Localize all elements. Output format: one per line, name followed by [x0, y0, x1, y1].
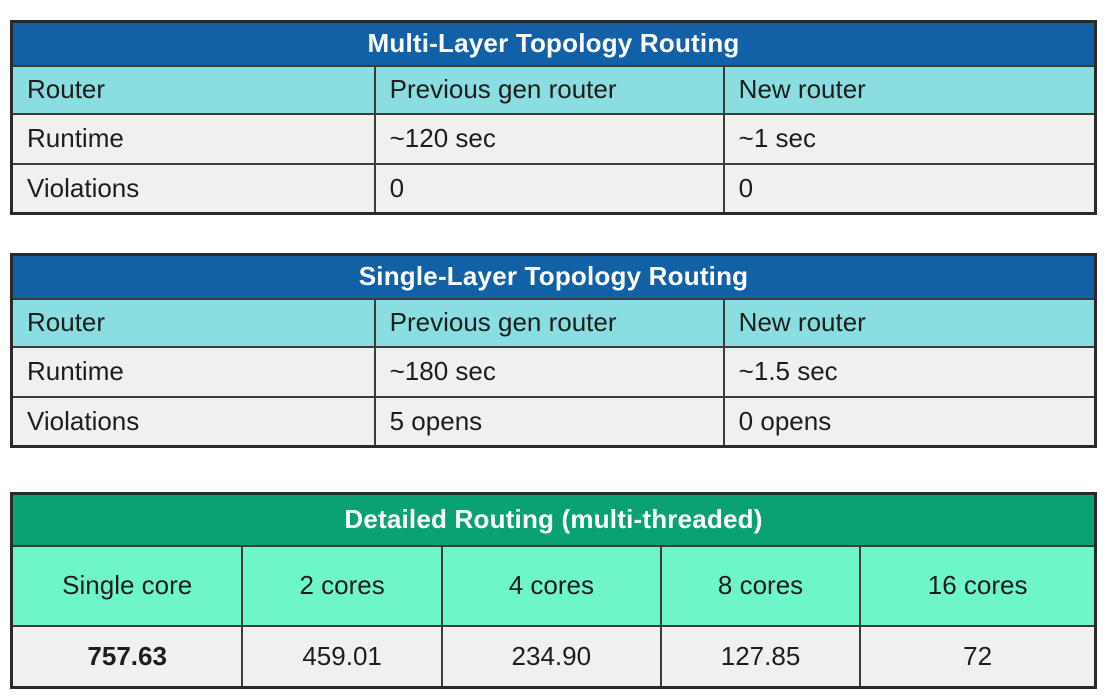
table-title-row: Single-Layer Topology Routing — [10, 253, 1097, 300]
value-cell-16-cores: 72 — [859, 624, 1097, 689]
table-row-runtimes: 757.63 459.01 234.90 127.85 72 — [10, 624, 1097, 689]
column-header-router: Router — [10, 297, 376, 348]
table-title: Detailed Routing (multi-threaded) — [10, 492, 1097, 547]
row-label-runtime: Runtime — [10, 112, 376, 165]
column-header-2-cores: 2 cores — [241, 544, 443, 627]
table-header-row: Single core 2 cores 4 cores 8 cores 16 c… — [10, 544, 1097, 627]
value-cell-single-core: 757.63 — [10, 624, 244, 689]
multi-layer-topology-routing-table: Multi-Layer Topology Routing Router Prev… — [10, 20, 1097, 215]
value-cell: ~1.5 sec — [722, 345, 1097, 398]
column-header-previous-gen-router: Previous gen router — [373, 64, 725, 115]
table-header-row: Router Previous gen router New router — [10, 64, 1097, 115]
table-title-row: Detailed Routing (multi-threaded) — [10, 492, 1097, 547]
value-cell: ~120 sec — [373, 112, 725, 165]
table-row-runtime: Runtime ~120 sec ~1 sec — [10, 112, 1097, 165]
table-row-violations: Violations 5 opens 0 opens — [10, 395, 1097, 448]
detailed-routing-table: Detailed Routing (multi-threaded) Single… — [10, 492, 1097, 689]
value-cell-4-cores: 234.90 — [440, 624, 662, 689]
value-cell-8-cores: 127.85 — [659, 624, 862, 689]
row-label-violations: Violations — [10, 162, 376, 215]
value-cell: 0 opens — [722, 395, 1097, 448]
value-cell: ~1 sec — [722, 112, 1097, 165]
value-cell-2-cores: 459.01 — [241, 624, 443, 689]
table-header-row: Router Previous gen router New router — [10, 297, 1097, 348]
column-header-previous-gen-router: Previous gen router — [373, 297, 725, 348]
table-title: Single-Layer Topology Routing — [10, 253, 1097, 300]
table-title-row: Multi-Layer Topology Routing — [10, 20, 1097, 67]
value-cell: 0 — [722, 162, 1097, 215]
row-label-runtime: Runtime — [10, 345, 376, 398]
table-row-runtime: Runtime ~180 sec ~1.5 sec — [10, 345, 1097, 398]
column-header-new-router: New router — [722, 64, 1097, 115]
column-header-single-core: Single core — [10, 544, 244, 627]
column-header-router: Router — [10, 64, 376, 115]
value-cell: ~180 sec — [373, 345, 725, 398]
row-label-violations: Violations — [10, 395, 376, 448]
single-layer-topology-routing-table: Single-Layer Topology Routing Router Pre… — [10, 253, 1097, 448]
column-header-16-cores: 16 cores — [859, 544, 1097, 627]
table-row-violations: Violations 0 0 — [10, 162, 1097, 215]
value-cell: 5 opens — [373, 395, 725, 448]
column-header-4-cores: 4 cores — [440, 544, 662, 627]
table-title: Multi-Layer Topology Routing — [10, 20, 1097, 67]
value-cell: 0 — [373, 162, 725, 215]
column-header-new-router: New router — [722, 297, 1097, 348]
column-header-8-cores: 8 cores — [659, 544, 862, 627]
